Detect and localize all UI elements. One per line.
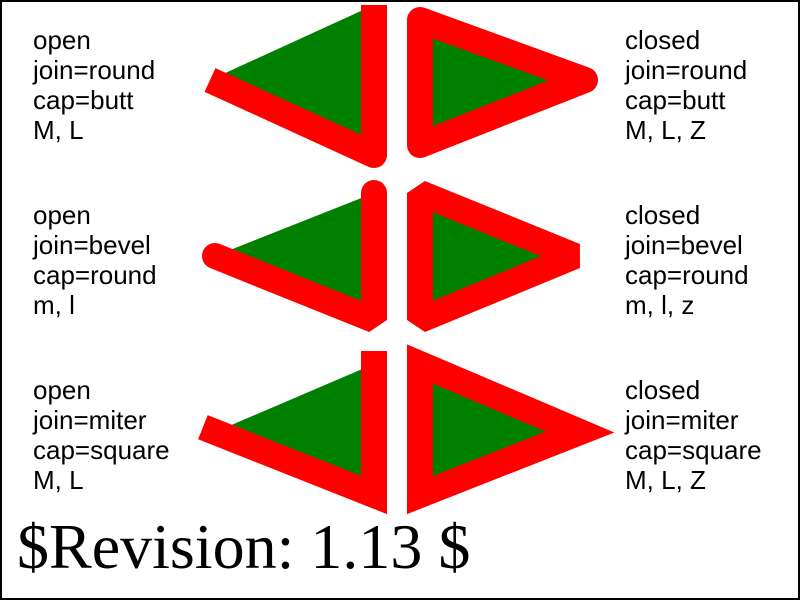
label-line: join=bevel — [32, 230, 151, 260]
label-line: cap=round — [625, 260, 749, 290]
open-triangle-bevel-round — [202, 180, 387, 333]
label-row2-right: closed join=bevel cap=round m, l, z — [624, 200, 756, 320]
label-line: closed — [625, 200, 700, 230]
row-3-shapes — [198, 344, 615, 515]
label-line: open — [33, 375, 91, 405]
label-line: M, L — [33, 465, 84, 495]
label-line: closed — [625, 25, 700, 55]
label-line: m, l, z — [625, 290, 694, 320]
label-line: cap=square — [33, 435, 170, 465]
open-triangle-round-butt — [204, 5, 387, 168]
label-line: join=round — [624, 55, 747, 85]
label-row3-left: open join=miter cap=square M, L — [32, 375, 177, 495]
label-line: m, l — [33, 290, 75, 320]
label-line: open — [33, 200, 91, 230]
label-line: cap=butt — [625, 85, 726, 115]
label-line: join=bevel — [624, 230, 743, 260]
label-row2-left: open join=bevel cap=round m, l — [32, 200, 164, 320]
closed-triangle-bevel-round — [407, 180, 580, 333]
label-line: M, L, Z — [625, 465, 706, 495]
label-line: cap=butt — [33, 85, 134, 115]
label-line: M, L, Z — [625, 115, 706, 145]
label-row1-right: closed join=round cap=butt M, L, Z — [624, 25, 754, 145]
row-1-shapes — [204, 5, 598, 168]
open-triangle-miter-square — [198, 351, 387, 515]
label-line: join=round — [32, 55, 155, 85]
label-line: cap=square — [625, 435, 762, 465]
label-line: open — [33, 25, 91, 55]
row-2-shapes — [202, 180, 580, 333]
closed-triangle-round-butt — [407, 7, 598, 158]
label-line: closed — [625, 375, 700, 405]
label-row3-right: closed join=miter cap=square M, L, Z — [624, 375, 769, 495]
closed-triangle-miter-square — [407, 344, 615, 515]
revision-text: $Revision: 1.13 $ — [17, 511, 470, 582]
label-line: join=miter — [624, 405, 739, 435]
label-line: join=miter — [32, 405, 147, 435]
label-line: cap=round — [33, 260, 157, 290]
label-row1-left: open join=round cap=butt M, L — [32, 25, 162, 145]
label-line: M, L — [33, 115, 84, 145]
